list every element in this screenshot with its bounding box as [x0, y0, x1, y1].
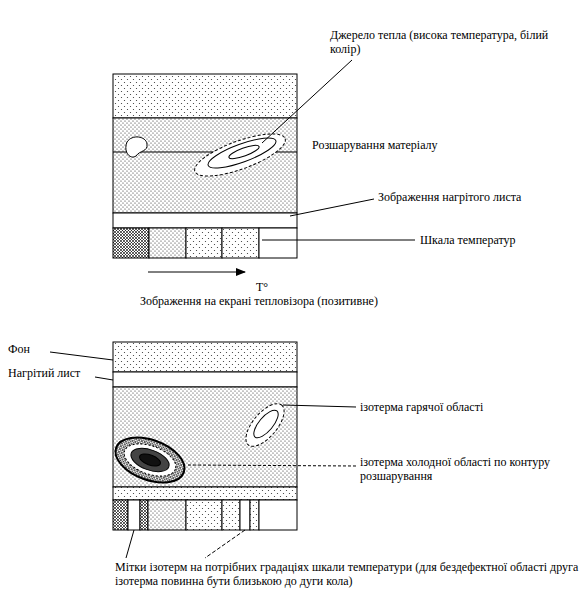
callout-label: T°: [256, 280, 296, 294]
callout-label: Мітки ізотерм на потрібних градаціях шка…: [115, 560, 583, 588]
callout-label: Шкала температур: [420, 233, 580, 247]
figure-caption: Зображення на екрані тепловізора (позити…: [140, 294, 470, 308]
callout-label: Розшарування матеріалу: [312, 138, 512, 152]
callout-label: Фон: [8, 342, 68, 356]
callout-label: ізотерма гарячої області: [360, 400, 580, 414]
callout-label: Зображення нагрітого листа: [378, 190, 578, 204]
callout-label: Нагрітий лист: [8, 366, 108, 380]
callout-label: ізотерма холодної області по контуру роз…: [360, 455, 550, 483]
callout-label: Джерело тепла (висока температура, білий…: [330, 28, 565, 56]
